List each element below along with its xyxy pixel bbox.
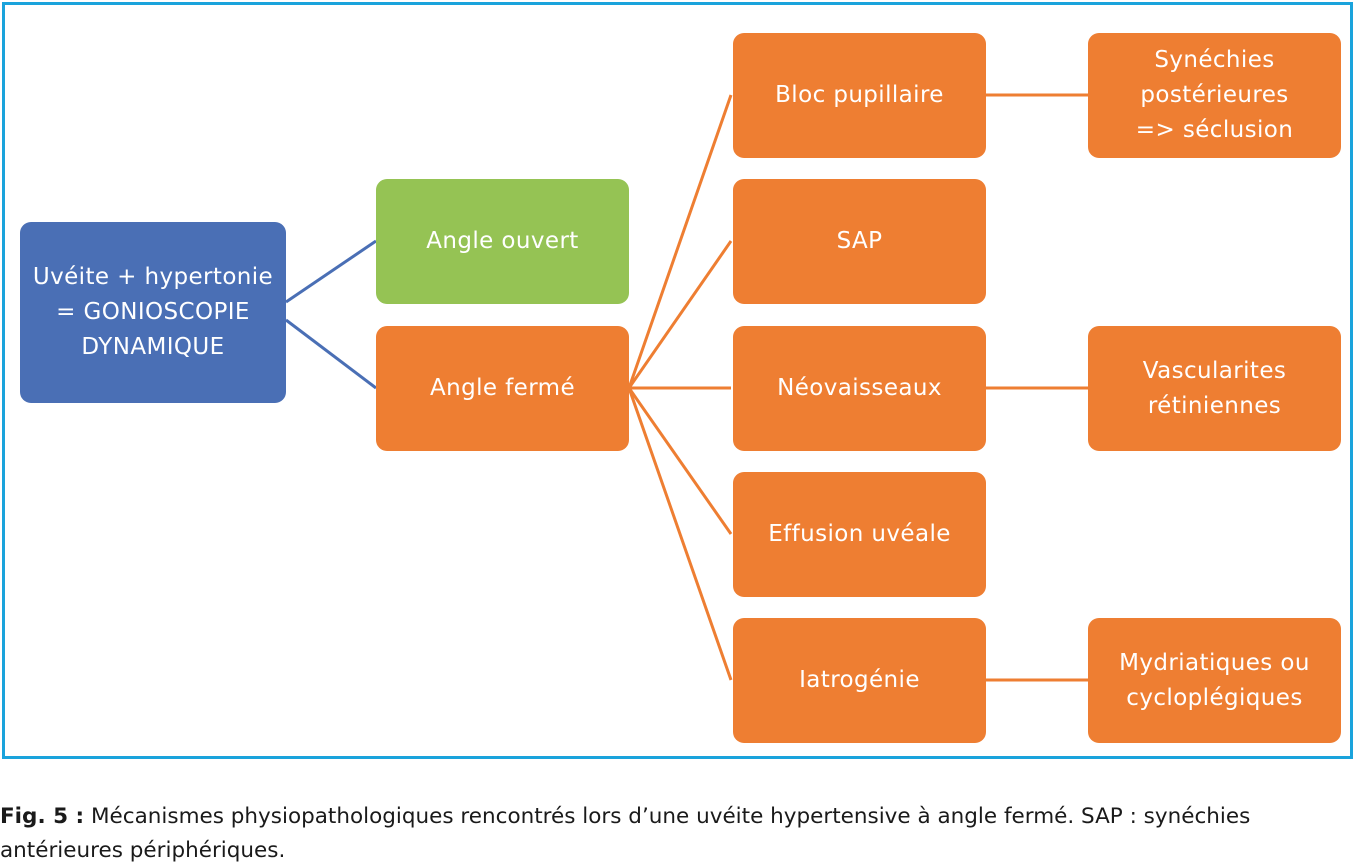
link-root-open-angle <box>285 239 377 304</box>
uveal-effusion-node: Effusion uvéale <box>733 472 986 597</box>
link-root-closed-angle <box>285 318 377 390</box>
sap-node: SAP <box>733 179 986 304</box>
link-closed-iatrogenic <box>627 387 733 681</box>
link-closed-uveal-effusion <box>627 387 733 535</box>
iatrogenic-node: Iatrogénie <box>733 618 986 743</box>
retinal-vasculitis-node: Vascularites rétiniennes <box>1088 326 1341 451</box>
figure-caption: Fig. 5 : Mécanismes physiopathologiques … <box>0 800 1358 868</box>
link-closed-pupillary-block <box>627 94 733 389</box>
neovessels-node: Néovaisseaux <box>733 326 986 451</box>
closed-angle-node: Angle fermé <box>376 326 629 451</box>
root-node: Uvéite + hypertonie = GONIOSCOPIE DYNAMI… <box>20 222 286 403</box>
pupillary-block-node: Bloc pupillaire <box>733 33 986 158</box>
open-angle-node: Angle ouvert <box>376 179 629 304</box>
caption-label: Fig. 5 : <box>0 804 85 829</box>
posterior-synechiae-node: Synéchies postérieures => séclusion <box>1088 33 1341 158</box>
mydriatics-node: Mydriatiques ou cycloplégiques <box>1088 618 1341 743</box>
link-closed-sap <box>627 240 733 389</box>
figure-frame <box>2 2 1353 759</box>
caption-text: Mécanismes physiopathologiques rencontré… <box>0 804 1251 863</box>
